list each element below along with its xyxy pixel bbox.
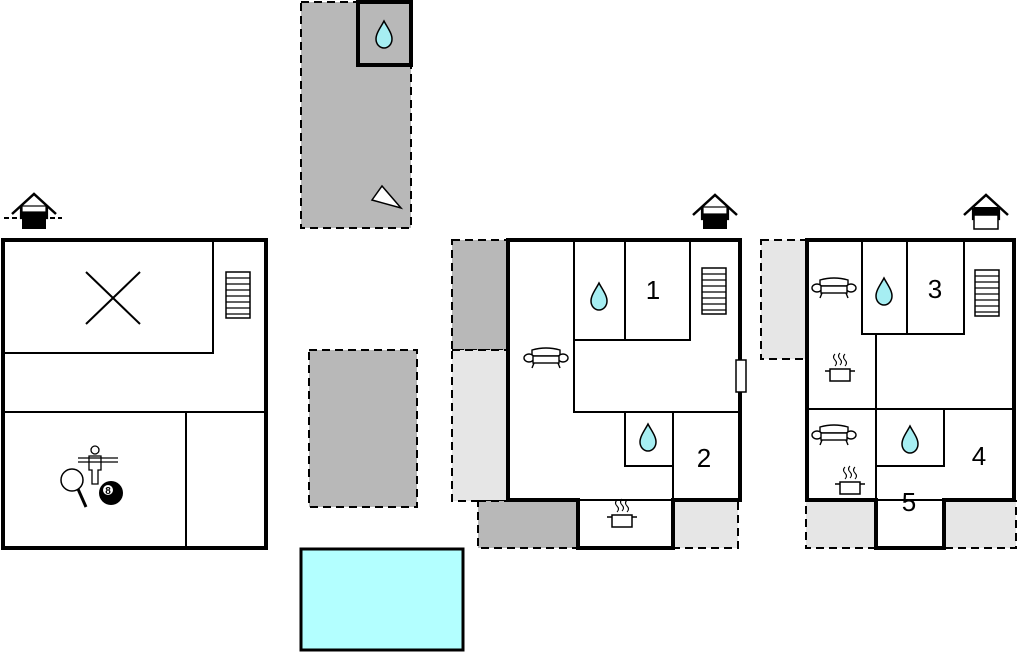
- door-icon: [735, 359, 747, 393]
- living-room-icon: [811, 424, 857, 446]
- bedroom-2-label: 2: [697, 443, 711, 473]
- bedroom-4-label: 4: [972, 441, 986, 471]
- kitchen-icon: [824, 352, 856, 382]
- living-room-icon: [811, 277, 857, 299]
- bathroom-icon: [639, 423, 657, 452]
- terrace-west: [451, 239, 508, 351]
- open-to-below-icon: [85, 271, 141, 325]
- bedroom-1-label: 1: [646, 275, 660, 305]
- floor-level-icon: [4, 192, 62, 229]
- terrace-west-lower: [451, 349, 508, 502]
- floor-level-icon: [691, 193, 739, 229]
- swimming-pool: [299, 547, 465, 652]
- floor-plan-ground-floor: 1 2: [451, 193, 747, 550]
- terrace-middle: [308, 349, 418, 508]
- bathroom-icon: [901, 425, 919, 454]
- balcony-south-west: [805, 500, 877, 549]
- table-tennis-icon: [60, 468, 88, 508]
- bedroom-3-label: 3: [928, 274, 942, 304]
- stairs-icon: [701, 267, 727, 315]
- sunbed-icon: [370, 184, 404, 210]
- living-room-icon: [523, 347, 569, 369]
- floor-plan-upper-floor: 3 4 5: [760, 193, 1017, 550]
- table-football-icon: [78, 445, 118, 485]
- billiard-ball-number: 8: [105, 486, 111, 497]
- bathroom-icon: [875, 277, 893, 306]
- balcony-west: [760, 239, 808, 360]
- billiard-ball-icon: 8: [99, 481, 123, 505]
- terrace-south: [477, 500, 578, 549]
- floor-plan-basement: 8: [1, 192, 268, 550]
- stairs-icon: [225, 271, 251, 319]
- kitchen-icon: [606, 498, 638, 528]
- bathroom-icon: [590, 282, 608, 311]
- floor-level-icon: [962, 193, 1010, 230]
- balcony-south-east: [943, 500, 1017, 549]
- terrace-south-east: [673, 500, 739, 549]
- outdoor-shower: [356, 0, 413, 67]
- kitchen-icon: [834, 465, 866, 495]
- stairs-icon: [974, 269, 1000, 317]
- bedroom-5-label: 5: [902, 487, 916, 517]
